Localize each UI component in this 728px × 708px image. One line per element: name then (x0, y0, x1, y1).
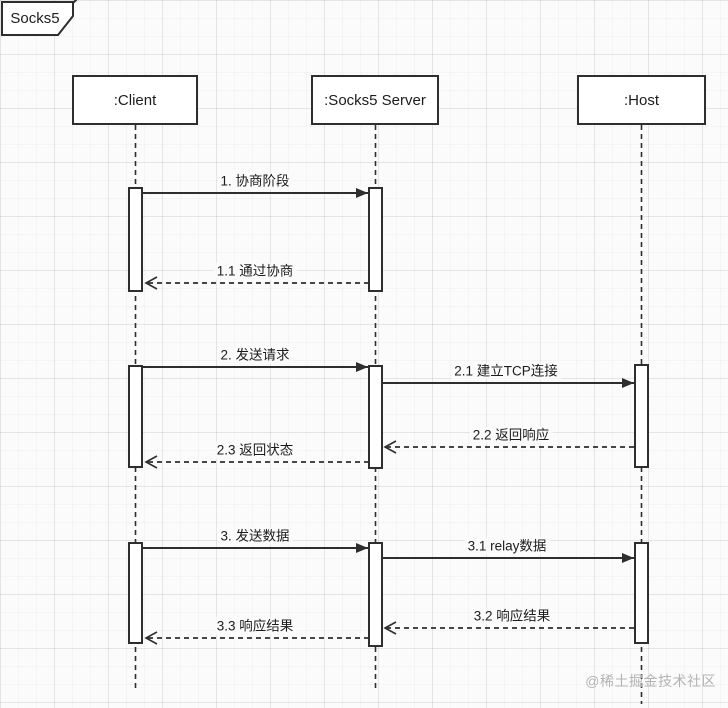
activation-host-3 (634, 542, 649, 644)
activation-server-1 (368, 187, 383, 292)
message-label-1-1: 1.1 通过协商 (213, 262, 297, 280)
frame-tab-corner-line (72, 0, 78, 4)
watermark: @稀土掘金技术社区 (585, 673, 716, 689)
message-label-2: 2. 发送请求 (217, 346, 293, 364)
message-label-3-2: 3.2 响应结果 (470, 607, 554, 625)
actor-label-server: :Socks5 Server (324, 91, 426, 109)
actor-box-client (72, 75, 198, 125)
activation-server-2 (368, 365, 383, 469)
frame-tab (1, 1, 74, 36)
activation-client-3 (128, 542, 143, 644)
activation-client-2 (128, 365, 143, 468)
activation-host-2 (634, 364, 649, 468)
message-label-2-3: 2.3 返回状态 (213, 441, 297, 459)
message-label-2-1: 2.1 建立TCP连接 (451, 362, 561, 380)
actor-box-host (577, 75, 706, 125)
actor-label-host: :Host (623, 91, 659, 109)
activation-client-1 (128, 187, 143, 292)
message-label-1: 1. 协商阶段 (217, 172, 293, 190)
actor-box-server (311, 75, 439, 125)
frame-title: Socks5 (10, 9, 60, 27)
message-label-3: 3. 发送数据 (217, 527, 293, 545)
message-label-2-2: 2.2 返回响应 (469, 426, 553, 444)
message-label-3-3: 3.3 响应结果 (213, 617, 297, 635)
actor-label-client: :Client (113, 91, 157, 109)
message-label-3-1: 3.1 relay数据 (464, 537, 550, 555)
activation-server-3 (368, 542, 383, 647)
